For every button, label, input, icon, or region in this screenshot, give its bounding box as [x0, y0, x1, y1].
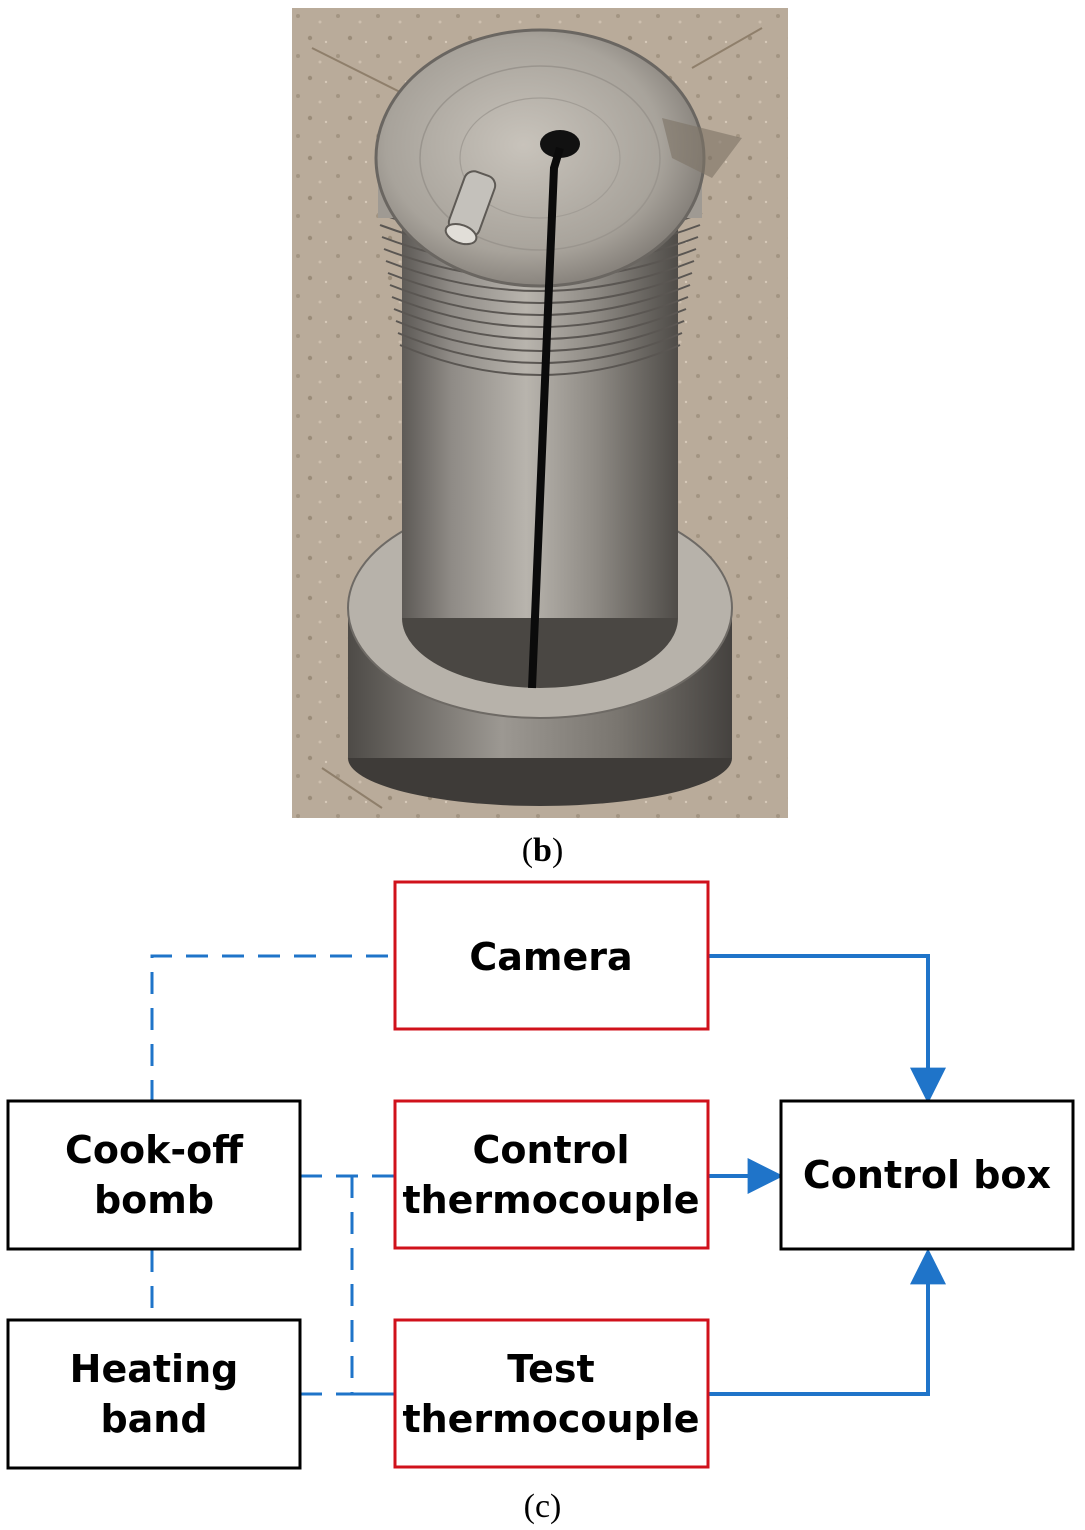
node-control-box-label: Control box [803, 1153, 1051, 1197]
node-heating-band-label-line-2: band [100, 1397, 207, 1441]
node-control-box: Control box [779, 1099, 1075, 1251]
cook-off-bomb-photo [292, 8, 788, 818]
node-control-thermocouple: Control thermocouple [393, 1099, 710, 1250]
node-camera: Camera [393, 880, 710, 1031]
arrow-camera-to-control-box [708, 954, 946, 1104]
photo-caption: (b) [521, 832, 564, 869]
diagram-caption: (c) [523, 1488, 562, 1525]
node-test-thermocouple-label-line-2: thermocouple [402, 1397, 699, 1441]
node-control-thermocouple-label-line-2: thermocouple [402, 1178, 699, 1222]
node-heating-band-label-line-1: Heating [70, 1347, 239, 1391]
arrow-test-thermocouple-to-control-box [708, 1248, 946, 1396]
cook-off-bomb-illustration [292, 8, 788, 818]
node-cook-off-bomb-label-line-1: Cook-off [65, 1128, 244, 1172]
connector-bomb-to-camera [150, 954, 394, 1102]
node-cook-off-bomb-label-line-2: bomb [94, 1178, 214, 1222]
connector-bomb-to-test-thermocouple [350, 1176, 394, 1396]
node-cook-off-bomb: Cook-off bomb [6, 1099, 302, 1251]
node-test-thermocouple: Test thermocouple [393, 1318, 710, 1469]
node-test-thermocouple-label-line-1: Test [507, 1347, 594, 1391]
system-diagram: Camera Control thermocouple Test thermoc… [6, 880, 1075, 1470]
node-camera-label: Camera [469, 935, 632, 979]
node-control-thermocouple-label-line-1: Control [472, 1128, 629, 1172]
node-heating-band: Heating band [6, 1318, 302, 1470]
